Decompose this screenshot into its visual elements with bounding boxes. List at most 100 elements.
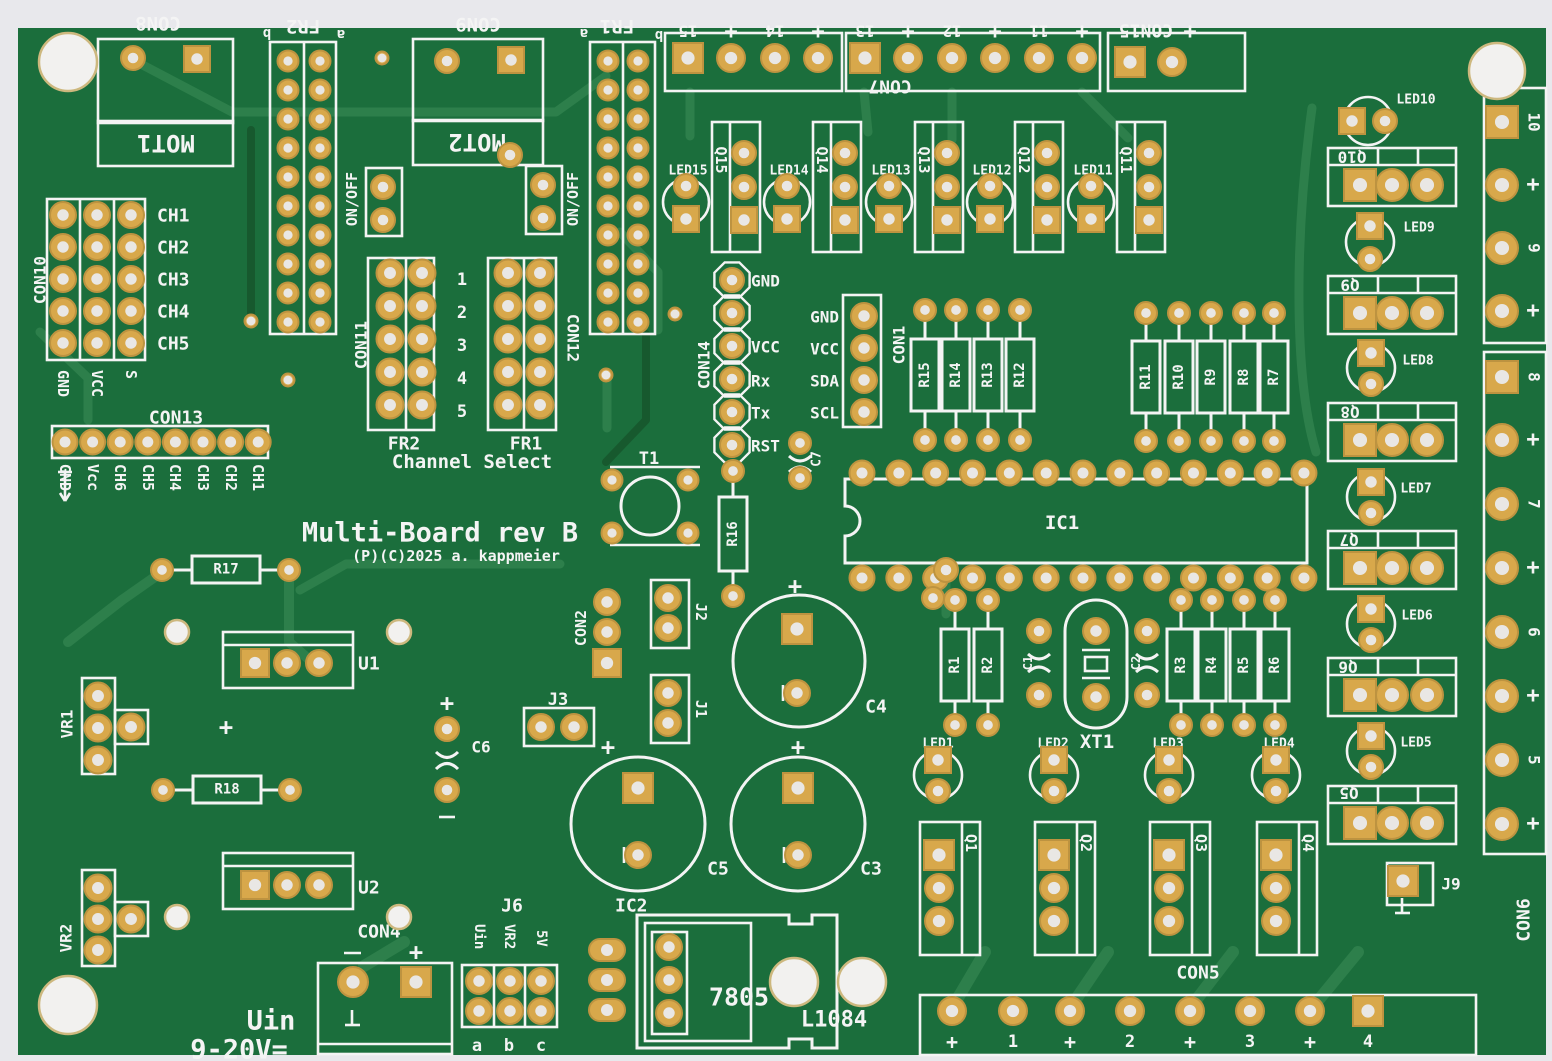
pad-drill [1365, 730, 1377, 742]
pad-drill [1151, 572, 1163, 584]
pad-drill [114, 436, 126, 448]
silkscreen-label: Q11 [1117, 146, 1135, 173]
silkscreen-label: + [409, 938, 423, 966]
silkscreen-label: + [1064, 1030, 1076, 1054]
pad-drill [283, 114, 293, 124]
pad-drill [839, 147, 851, 159]
pin-octagon-outline [713, 327, 751, 365]
pad-drill [1048, 754, 1060, 766]
silkscreen-label: CON9 [455, 13, 501, 35]
silkscreen-label: Uin [247, 1006, 296, 1037]
pad-drill [534, 399, 546, 411]
component-outline [918, 820, 982, 957]
pad-drill [1494, 369, 1510, 385]
component-outline [1255, 820, 1319, 957]
silkscreen-label: C1 [1021, 656, 1035, 670]
silkscreen-label: LED13 [871, 164, 910, 179]
pad-drill [988, 51, 1002, 65]
silkscreen-label: + [440, 689, 454, 717]
pad-drill [663, 1007, 675, 1019]
pad-drill [839, 181, 851, 193]
silkscreen-label: CON11 [352, 321, 371, 369]
pad-drill [1123, 55, 1137, 69]
pad-drill [1239, 720, 1249, 730]
pad-drill [315, 288, 325, 298]
silk-circle [619, 475, 681, 537]
pad-drill [1379, 115, 1391, 127]
pad-drill [91, 273, 103, 285]
pad-drill [683, 528, 693, 538]
component-outline [316, 961, 454, 1056]
pad-drill [1207, 720, 1217, 730]
component-outline [45, 197, 147, 362]
pad-drill [663, 941, 675, 953]
silkscreen-label: CON7 [868, 76, 911, 97]
pad-drill [92, 690, 104, 702]
pad-drill [738, 214, 750, 226]
pad-drill [1163, 785, 1175, 797]
mounting-hole [163, 618, 191, 646]
pad-drill [1384, 560, 1400, 576]
copper-trace [859, 87, 873, 137]
pad-drill [502, 333, 514, 345]
pad-drill [928, 593, 938, 603]
mounting-hole [37, 974, 99, 1036]
pad-drill [858, 51, 872, 65]
pad-drill [856, 467, 868, 479]
pad-drill [1352, 560, 1368, 576]
resistor-body [972, 627, 1004, 703]
component-outline [1326, 146, 1458, 208]
silkscreen-label: MOT1 [137, 129, 195, 157]
pad-drill [1352, 177, 1368, 193]
pad-drill [1141, 689, 1153, 701]
silkscreen-label: 5 [457, 402, 467, 422]
pad-drill [1165, 55, 1179, 69]
pad-drill [792, 849, 804, 861]
pad-drill [983, 595, 993, 605]
silkscreen-label: Q2 [1077, 834, 1095, 852]
silkscreen-label: 15 [678, 22, 697, 41]
pad-drill [726, 439, 738, 451]
pad-drill [883, 213, 895, 225]
silkscreen-label: LED10 [1396, 93, 1435, 108]
pad-drill [1365, 378, 1377, 390]
silkscreen-label: J2 [692, 603, 710, 621]
pad-drill [158, 785, 168, 795]
pad-drill [1352, 687, 1368, 703]
silkscreen-label: VCC [751, 338, 780, 357]
silkscreen-label: 10 [1525, 112, 1544, 131]
copper-trace [284, 567, 317, 667]
silk-line [63, 492, 72, 502]
pad-drill [728, 591, 738, 601]
pad-drill [315, 143, 325, 153]
silkscreen-label: FR1 [600, 15, 634, 37]
pad-drill [1041, 214, 1053, 226]
pad-drill [384, 333, 396, 345]
component-outline [1326, 784, 1458, 846]
pad-drill [1015, 435, 1025, 445]
silkscreen-label: Q13 [915, 146, 933, 173]
pad-drill [1183, 1004, 1197, 1018]
silkscreen-label: C4 [865, 697, 887, 718]
pad-drill [932, 914, 946, 928]
silkscreen-label: J1 [692, 700, 710, 718]
solder-pad [1153, 839, 1185, 871]
pad-drill [197, 436, 209, 448]
resistor-body [1130, 339, 1162, 415]
pad-drill [1162, 848, 1176, 862]
pad-drill [127, 52, 139, 64]
pad-drill [1114, 572, 1126, 584]
pad-drill [283, 85, 293, 95]
pad-drill [951, 305, 961, 315]
component-outline [1033, 820, 1097, 957]
pad-drill [1187, 572, 1199, 584]
mounting-hole [1467, 41, 1527, 101]
pad-drill [377, 181, 389, 193]
pad-drill [983, 305, 993, 315]
pad-drill [92, 944, 104, 956]
mounting-hole [768, 956, 820, 1008]
pad-drill [1090, 691, 1102, 703]
pad-drill [791, 781, 805, 795]
solder-pad [672, 205, 700, 233]
component-outline [913, 120, 965, 254]
